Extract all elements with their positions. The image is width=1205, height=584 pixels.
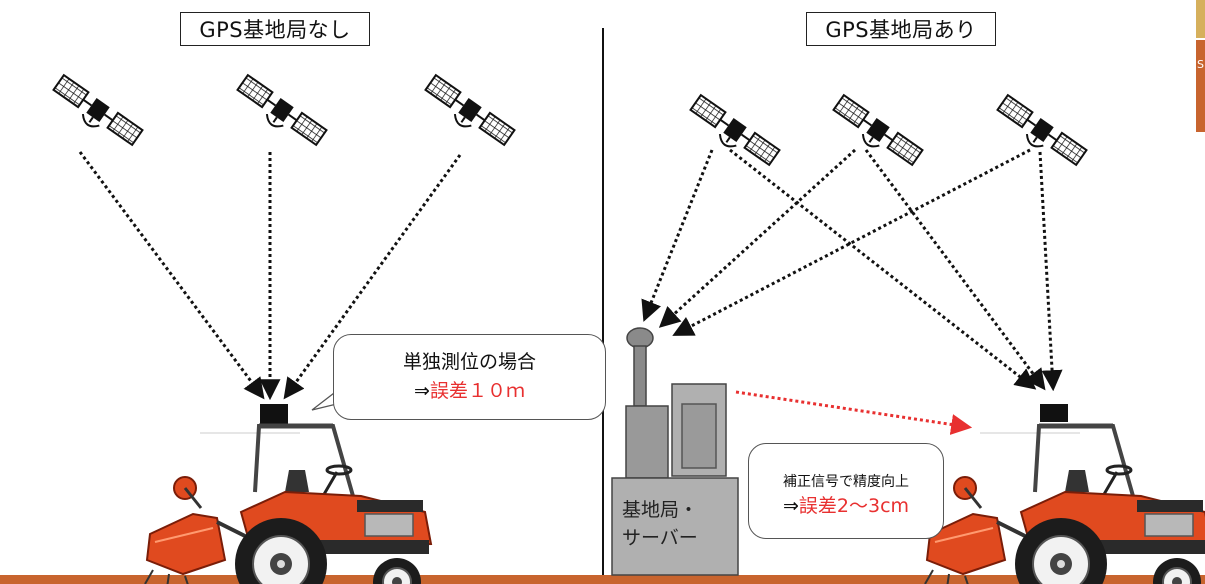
base-label-line-1: 基地局・	[622, 499, 699, 521]
base-station-icon	[611, 327, 739, 576]
satellite-icon	[231, 74, 328, 154]
error-value: 誤差2～3cm	[798, 495, 910, 517]
callout-line-2: ⇒誤差2～3cm	[749, 494, 943, 518]
signal-arrow	[729, 148, 1037, 390]
base-label-line-2: サーバー	[622, 527, 698, 549]
corner-accent	[1196, 0, 1205, 38]
right-panel-title: GPS基地局あり	[806, 12, 996, 46]
satellite-icon	[47, 74, 144, 154]
callout-line-2: ⇒誤差１０ｍ	[334, 377, 605, 406]
signal-arrow	[658, 148, 857, 328]
left-panel-title: GPS基地局なし	[180, 12, 370, 46]
signal-arrow	[672, 148, 1031, 336]
satellite-icon	[419, 74, 516, 154]
corner-tab: S	[1196, 40, 1205, 132]
satellite-icon	[684, 94, 781, 174]
signal-arrow	[641, 149, 714, 322]
arrow-glyph: ⇒	[414, 380, 430, 402]
tractor-icon	[925, 426, 1205, 584]
base-station-label: 基地局・ サーバー	[622, 496, 732, 552]
correction-callout: 補正信号で精度向上 ⇒誤差2～3cm	[748, 443, 944, 539]
callout-line-1: 単独測位の場合	[402, 351, 536, 373]
signal-arrow	[283, 154, 462, 400]
tractor-icon	[145, 426, 431, 584]
correction-signal-arrow	[735, 390, 973, 435]
error-value: 誤差１０ｍ	[429, 380, 525, 402]
signal-arrow	[78, 151, 265, 400]
signal-arrow	[864, 149, 1046, 391]
corner-glyph: S	[1197, 58, 1204, 71]
standalone-positioning-callout: 単独測位の場合 ⇒誤差１０ｍ	[333, 334, 606, 420]
gps-receiver-icon	[1040, 404, 1068, 422]
ground-strip	[0, 575, 1205, 584]
arrow-glyph: ⇒	[782, 495, 799, 517]
signal-arrow	[1038, 151, 1063, 392]
callout-line-1: 補正信号で精度向上	[783, 474, 909, 490]
gps-receiver-icon	[260, 404, 288, 424]
